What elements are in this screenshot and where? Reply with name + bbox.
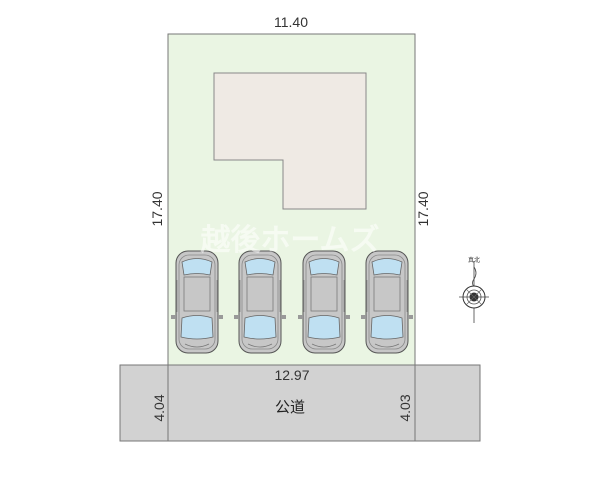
building-footprint [213,72,367,210]
watermark-text: 越後ホームズ [200,223,379,258]
right-depth-label: 17.40 [415,191,431,226]
road-width-left-label: 4.04 [151,394,167,421]
parked-car [170,250,224,354]
frontage-label: 12.97 [274,367,309,383]
parked-car [233,250,287,354]
top-width-label: 11.40 [274,14,308,30]
left-depth-label: 17.40 [149,191,165,226]
north-arrow-icon [459,261,489,323]
public-road [119,364,481,442]
parked-car [297,250,351,354]
road-label: 公道 [275,398,305,416]
road-width-right-label: 4.03 [397,394,413,421]
parked-car [360,250,414,354]
north-arrow-label: 真北 [468,256,480,264]
